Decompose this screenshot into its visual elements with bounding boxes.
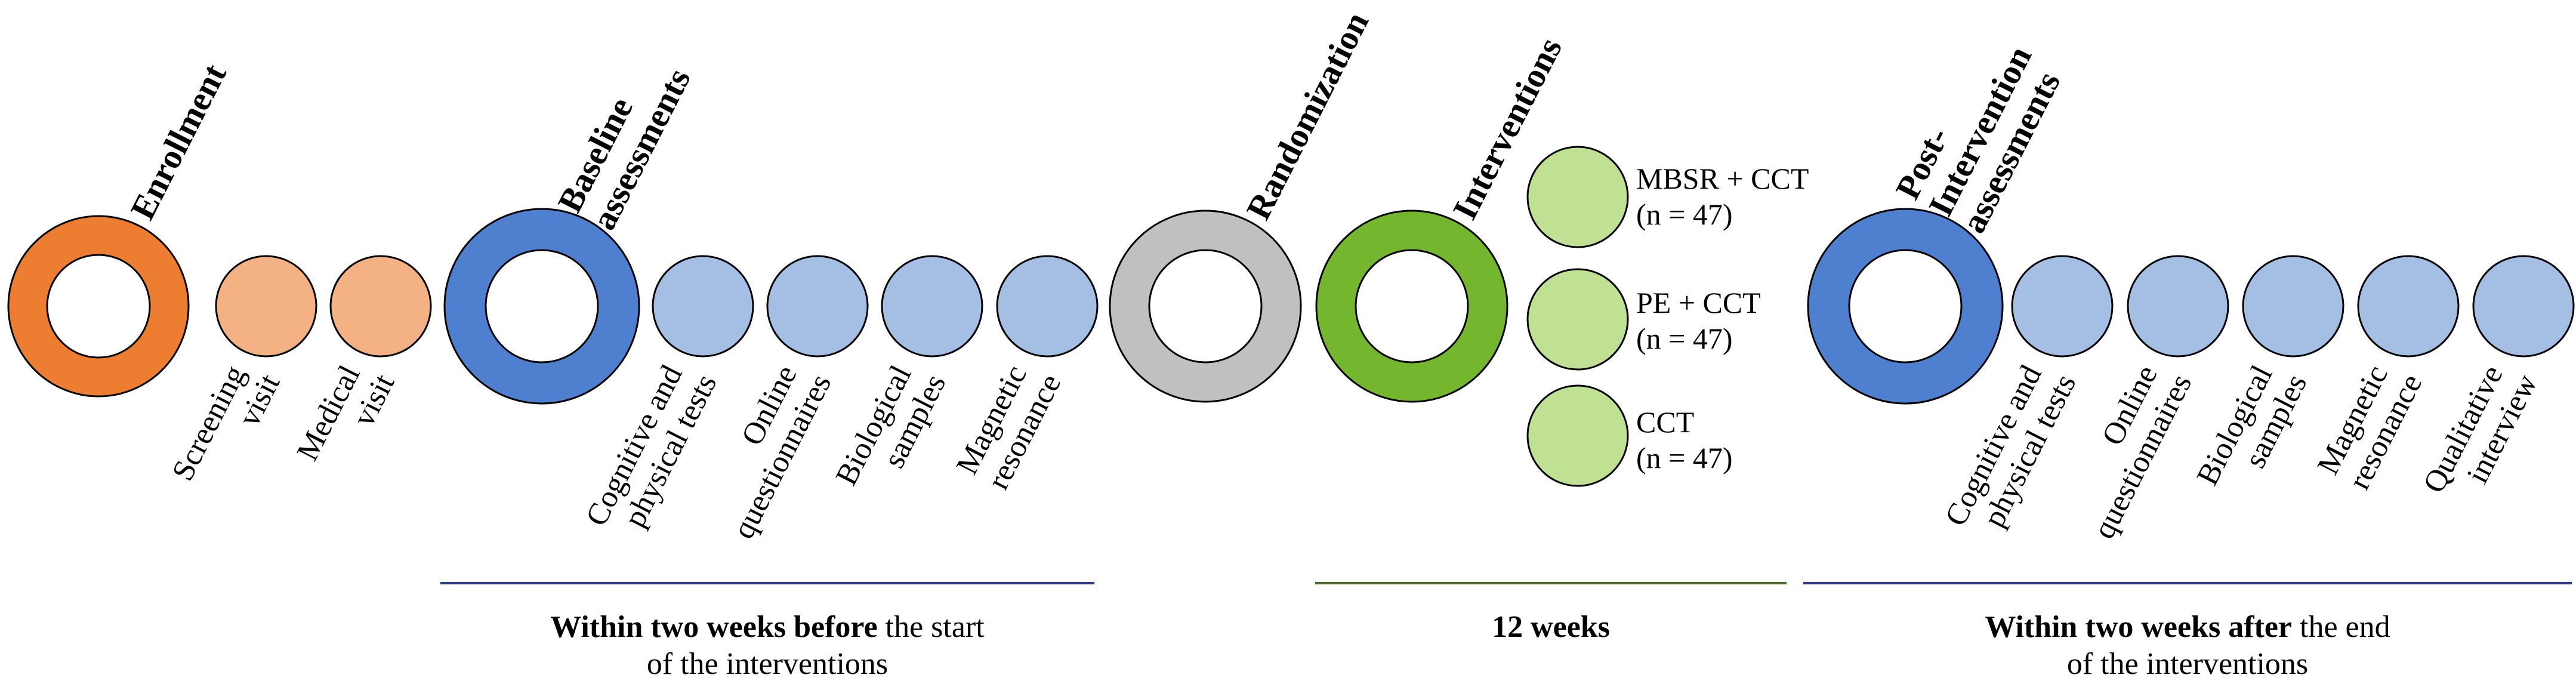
intervention-arm-2-line-1: PE + CCT	[1636, 286, 1760, 319]
baseline-ring	[443, 208, 640, 405]
post-step-4-label: Magnetic resonance	[2311, 353, 2429, 496]
intervention-arm-2-label: PE + CCT (n = 47)	[1636, 286, 1767, 355]
post-step-1-circle	[2011, 255, 2114, 358]
post-title: Post- Intervention assessments	[1888, 16, 2076, 239]
randomization-ring	[1109, 210, 1302, 403]
intervention-arm-2-line-2: (n = 47)	[1636, 322, 1733, 355]
post-step-5-circle	[2472, 255, 2575, 358]
intervention-arm-2-circle	[1526, 268, 1629, 371]
post-period-bold: Within two weeks after	[1985, 610, 2293, 644]
baseline-ring-hole	[485, 249, 599, 364]
enrollment-ring-hole	[46, 254, 151, 359]
enrollment-step-1-label: Screening visit	[166, 353, 287, 502]
interventions-period-caption: 12 weeks	[1315, 609, 1787, 646]
baseline-period-caption: Within two weeks before the start of the…	[440, 609, 1094, 683]
interventions-period-bold: 12 weeks	[1492, 610, 1610, 644]
baseline-step-2-circle	[766, 255, 869, 358]
baseline-step-1-circle	[652, 255, 754, 358]
baseline-period-rest: the start	[877, 610, 985, 644]
enrollment-title: Enrollment	[123, 57, 234, 226]
post-step-4-circle	[2357, 255, 2460, 358]
randomization-title: Randomization	[1239, 6, 1377, 226]
randomization-ring-hole	[1148, 249, 1263, 364]
baseline-step-4-circle	[996, 255, 1099, 358]
enrollment-step-2-label: Medical visit	[291, 353, 402, 482]
post-period-rest: the end	[2292, 610, 2390, 644]
intervention-arm-1-circle	[1526, 146, 1629, 248]
enrollment-step-1-circle	[215, 255, 317, 358]
post-step-3-label: Biological samples	[2191, 353, 2314, 507]
intervention-arm-1-label: MBSR + CCT (n = 47)	[1636, 162, 1816, 231]
enrollment-step-1-line-1: Screening	[166, 360, 252, 486]
enrollment-step-2-circle	[329, 255, 432, 358]
baseline-period-line-1: Within two weeks before the start	[440, 609, 1094, 646]
intervention-arm-1-line-2: (n = 47)	[1636, 198, 1733, 231]
intervention-arm-3-label: CCT (n = 47)	[1636, 405, 1733, 475]
post-ring-hole	[1848, 249, 1963, 364]
baseline-step-3-circle	[881, 255, 983, 358]
intervention-arm-3-circle	[1526, 384, 1629, 487]
post-step-3-circle	[2242, 255, 2344, 358]
post-ring	[1807, 208, 2004, 405]
interventions-ring-hole	[1355, 249, 1469, 364]
enrollment-title-line-1: Enrollment	[123, 57, 234, 226]
post-period-line-1: Within two weeks after the end	[1803, 609, 2572, 646]
enrollment-ring	[7, 215, 190, 398]
interventions-period-line-1: 12 weeks	[1315, 609, 1787, 646]
baseline-period-line-2: of the interventions	[646, 647, 889, 681]
interventions-ring	[1315, 210, 1508, 403]
baseline-period-bold: Within two weeks before	[550, 610, 878, 644]
post-step-5-label: Qualitative interview	[2417, 353, 2544, 514]
post-period-caption: Within two weeks after the end of the in…	[1803, 609, 2572, 683]
post-step-2-circle	[2127, 255, 2229, 358]
intervention-arm-1-line-1: MBSR + CCT	[1636, 162, 1809, 195]
post-period-line-2: of the interventions	[2066, 647, 2309, 681]
baseline-step-4-label: Magnetic resonance	[950, 353, 1068, 496]
baseline-step-3-label: Biological samples	[829, 353, 953, 507]
randomization-title-line-1: Randomization	[1239, 6, 1377, 226]
intervention-arm-3-line-1: CCT	[1636, 405, 1694, 439]
intervention-arm-3-line-2: (n = 47)	[1636, 441, 1733, 475]
baseline-title: Baseline assessments	[550, 45, 698, 236]
